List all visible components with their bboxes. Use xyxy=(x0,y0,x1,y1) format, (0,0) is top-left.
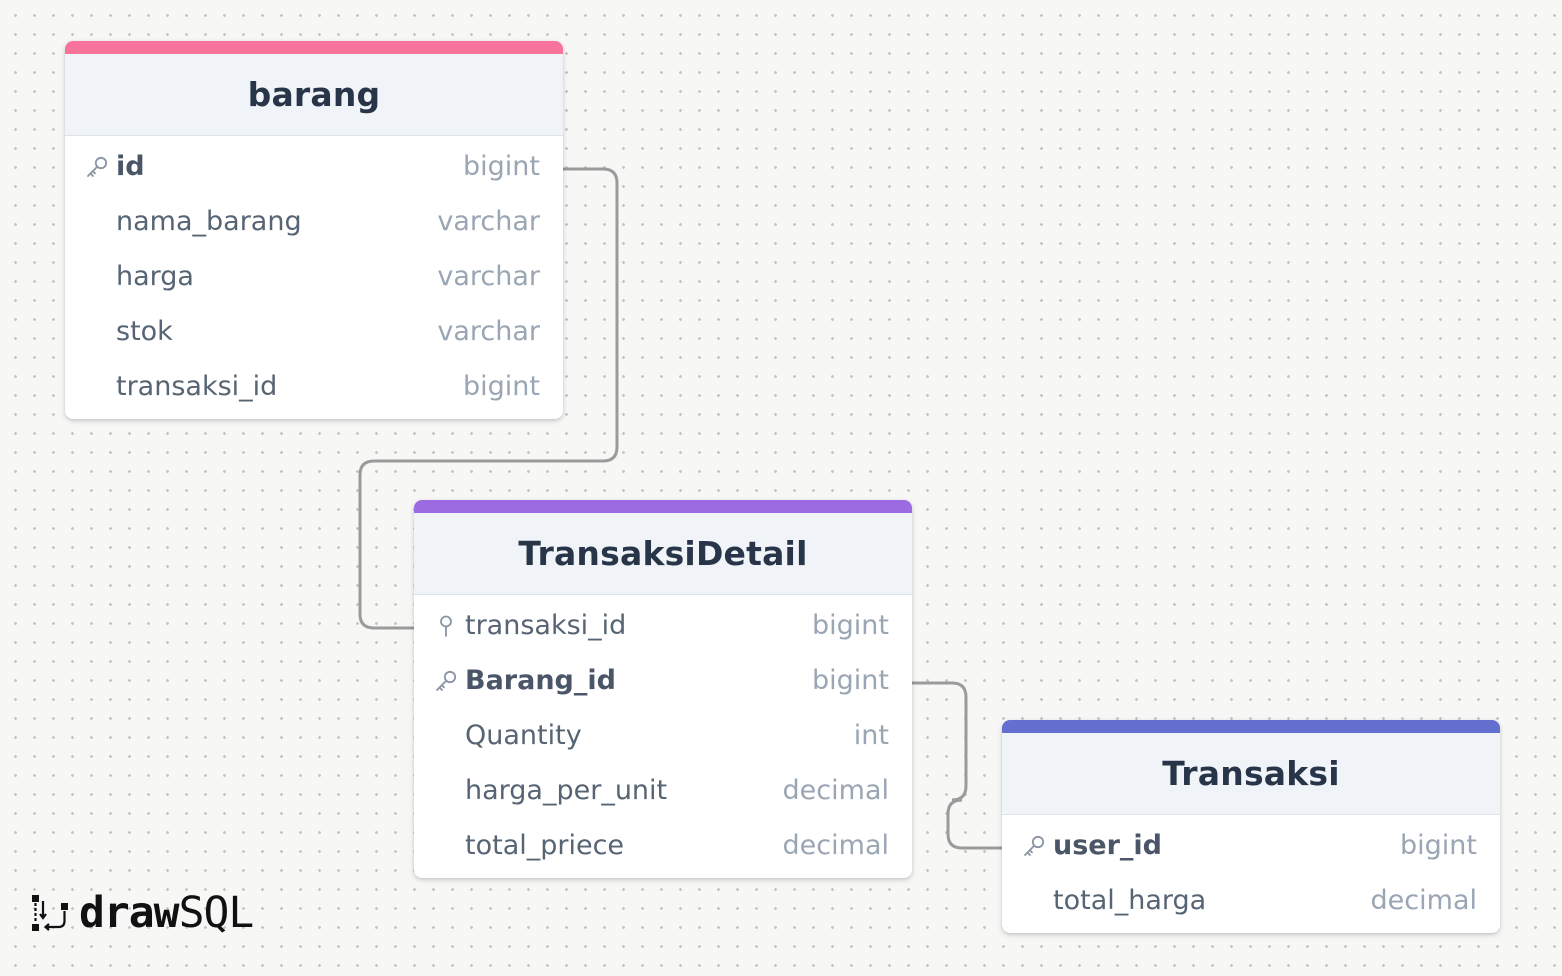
column-type: varchar xyxy=(437,206,540,237)
table-transaksi[interactable]: Transaksi user_id bigint total_harga dec… xyxy=(1002,720,1500,933)
column-list: user_id bigint total_harga decimal xyxy=(1002,815,1500,933)
table-accent-bar xyxy=(65,41,563,54)
column-type: decimal xyxy=(782,775,889,806)
column-name: total_priece xyxy=(465,830,625,861)
primary-key-icon xyxy=(1021,834,1047,858)
column-row[interactable]: id bigint xyxy=(65,139,563,194)
column-name: transaksi_id xyxy=(465,610,627,641)
table-barang[interactable]: barang id bigint nama_barang varchar har… xyxy=(65,41,563,419)
column-name: total_harga xyxy=(1053,885,1207,916)
table-header[interactable]: Transaksi xyxy=(1002,733,1500,815)
table-accent-bar xyxy=(414,500,912,513)
column-row[interactable]: transaksi_id bigint xyxy=(414,598,912,653)
column-name: Quantity xyxy=(465,720,582,751)
column-type: bigint xyxy=(463,151,540,182)
column-name: id xyxy=(116,151,145,182)
column-type: decimal xyxy=(1370,885,1477,916)
column-list: transaksi_id bigint Barang_id bigint Qua… xyxy=(414,595,912,878)
column-name: harga xyxy=(116,261,194,292)
primary-key-icon xyxy=(433,669,459,693)
table-name: TransaksiDetail xyxy=(518,534,808,573)
column-type: int xyxy=(853,720,889,751)
column-row[interactable]: transaksi_id bigint xyxy=(65,359,563,414)
foreign-key-icon xyxy=(433,614,459,638)
drawsql-logo-icon xyxy=(30,891,70,935)
column-name: nama_barang xyxy=(116,206,302,237)
column-row[interactable]: nama_barang varchar xyxy=(65,194,563,249)
column-name: harga_per_unit xyxy=(465,775,668,806)
column-row[interactable]: Barang_id bigint xyxy=(414,653,912,708)
column-type: decimal xyxy=(782,830,889,861)
column-name: user_id xyxy=(1053,830,1163,861)
column-row[interactable]: total_priece decimal xyxy=(414,818,912,873)
column-type: varchar xyxy=(437,316,540,347)
column-row[interactable]: user_id bigint xyxy=(1002,818,1500,873)
table-accent-bar xyxy=(1002,720,1500,733)
column-row[interactable]: harga_per_unit decimal xyxy=(414,763,912,818)
column-name: stok xyxy=(116,316,173,347)
column-row[interactable]: total_harga decimal xyxy=(1002,873,1500,928)
column-name: transaksi_id xyxy=(116,371,278,402)
table-name: barang xyxy=(247,75,381,114)
column-type: varchar xyxy=(437,261,540,292)
column-list: id bigint nama_barang varchar harga varc… xyxy=(65,136,563,419)
column-row[interactable]: stok varchar xyxy=(65,304,563,359)
column-name: Barang_id xyxy=(465,665,616,696)
table-name: Transaksi xyxy=(1162,754,1340,793)
table-header[interactable]: TransaksiDetail xyxy=(414,513,912,595)
column-type: bigint xyxy=(1400,830,1477,861)
logo-text-draw: draw xyxy=(79,888,180,938)
logo-text-sql: SQL xyxy=(178,888,255,938)
column-type: bigint xyxy=(463,371,540,402)
column-type: bigint xyxy=(812,610,889,641)
table-header[interactable]: barang xyxy=(65,54,563,136)
column-row[interactable]: Quantity int xyxy=(414,708,912,763)
primary-key-icon xyxy=(84,155,110,179)
column-type: bigint xyxy=(812,665,889,696)
column-row[interactable]: harga varchar xyxy=(65,249,563,304)
table-transaksidetail[interactable]: TransaksiDetail transaksi_id bigint Bara… xyxy=(414,500,912,878)
relation-line-transaksidetail-transaksi[interactable] xyxy=(912,681,1002,850)
